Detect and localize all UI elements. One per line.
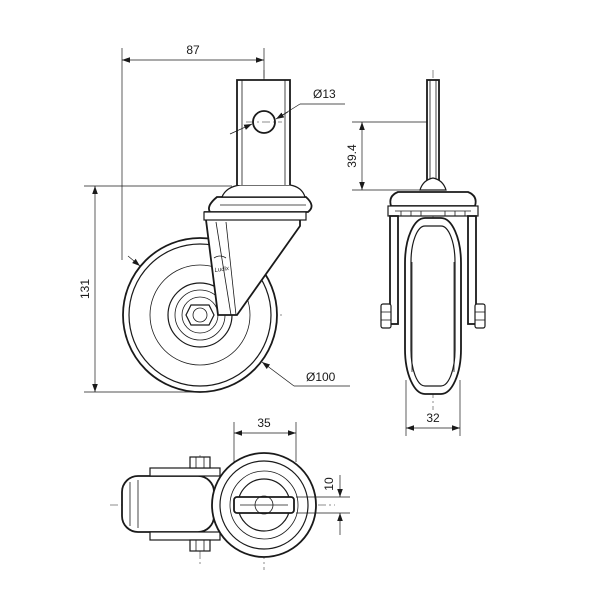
front-view: Ludix 87 Ø13 (78, 43, 350, 395)
front-stem (236, 79, 291, 185)
dim-label-131: 131 (78, 279, 92, 299)
dimension-32: 32 (405, 380, 461, 436)
dimension-d100: Ø100 (127, 255, 350, 387)
dim-label-d100: Ø100 (306, 370, 336, 384)
side-wheel (404, 217, 462, 395)
side-axle-nuts (380, 303, 486, 329)
dim-label-10: 10 (322, 477, 336, 491)
dimension-39-4: 39.4 (345, 121, 427, 191)
side-stem (419, 79, 447, 191)
front-swivel-plate (203, 184, 313, 221)
bottom-fork (149, 467, 221, 541)
dim-label-32: 32 (426, 411, 440, 425)
dimension-131: 131 (78, 185, 232, 393)
side-fork (389, 215, 477, 325)
bottom-wheel (121, 475, 215, 533)
brand-mark: Ludix (214, 266, 230, 274)
side-view: 39.4 32 (345, 70, 486, 436)
dimension-35: 35 (233, 416, 297, 462)
bottom-axle-nuts (189, 456, 211, 552)
dim-label-d13: Ø13 (313, 87, 336, 101)
dim-label-35: 35 (257, 416, 271, 430)
dimension-10: 10 (296, 475, 350, 535)
dimension-87: 87 (121, 43, 265, 260)
side-swivel-plate (387, 191, 479, 217)
dim-label-39-4: 39.4 (345, 144, 359, 168)
bottom-swivel-plate (211, 452, 317, 558)
dim-label-87: 87 (186, 43, 200, 57)
bottom-view: 35 10 (110, 416, 350, 570)
dimension-d13: Ø13 (229, 87, 345, 135)
